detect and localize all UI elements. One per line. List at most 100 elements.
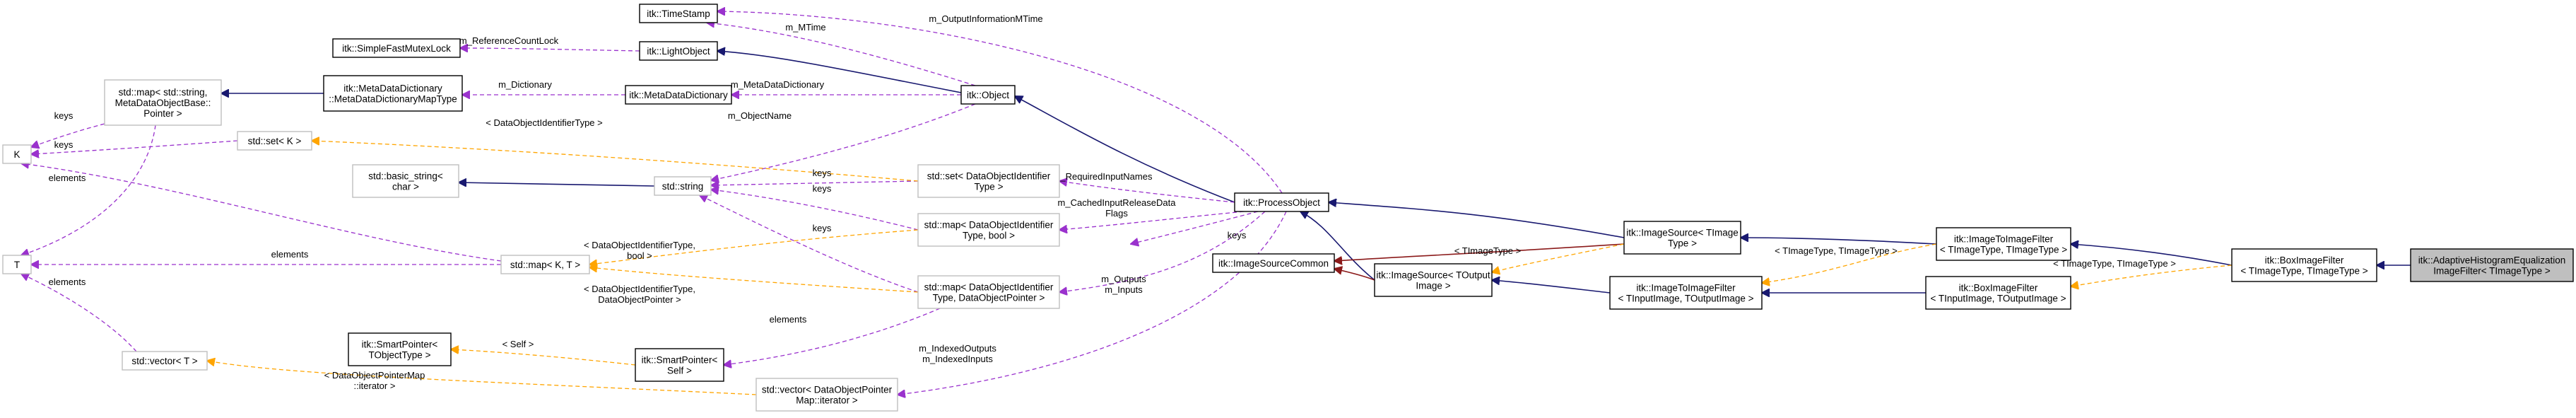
node-box xyxy=(1925,276,2071,310)
edge-template-39 xyxy=(451,349,636,366)
edge-label-l_metadict: m_MetaDataDictionary xyxy=(731,79,825,90)
edge-template-34 xyxy=(589,229,919,265)
edge-label-l_tt_1: < TImageType, TImageType > xyxy=(1775,245,1898,256)
node-boxfilter_io[interactable]: itk::BoxImageFilter< TInputImage, TOutpu… xyxy=(1925,276,2071,310)
node-stdstring[interactable]: std::string xyxy=(654,176,712,196)
edge-member-21 xyxy=(711,180,919,185)
node-lightobject[interactable]: itk::LightObject xyxy=(639,41,718,61)
node-object[interactable]: itk::Object xyxy=(960,85,1016,105)
node-box xyxy=(755,378,898,412)
node-label: itk::MetaDataDictionary xyxy=(629,90,728,100)
node-box xyxy=(917,164,1060,198)
edge-label-l_elements_vec: elements xyxy=(49,277,86,287)
edge-label-l_self: < Self > xyxy=(502,339,534,349)
edge-label-l_elements_t: elements xyxy=(49,173,86,183)
edge-inherit-9 xyxy=(2071,244,2233,266)
edge-label-l_keys_map: keys xyxy=(54,110,73,121)
node-processobject[interactable]: itk::ProcessObject xyxy=(1234,192,1329,212)
node-box xyxy=(2231,248,2377,282)
node-box xyxy=(500,255,590,274)
node-box xyxy=(917,213,1060,247)
edge-label-l_refcount: m_ReferenceCountLock xyxy=(459,35,559,46)
node-k[interactable]: K xyxy=(2,144,32,164)
edge-label-l_doi_iter: < DataObjectPointerMap::iterator > xyxy=(324,370,425,391)
node-box xyxy=(2,144,32,164)
node-itif_tt[interactable]: itk::ImageToImageFilter< TImageType, TIm… xyxy=(1936,227,2071,261)
node-itif_io[interactable]: itk::ImageToImageFilter< TInputImage, TO… xyxy=(1609,276,1763,310)
node-box xyxy=(1623,221,1741,255)
node-label: itk::ImageToImageFilter< TImageType, TIm… xyxy=(1940,234,2067,255)
node-box xyxy=(2,255,32,274)
edge-member-15 xyxy=(460,48,640,51)
edge-label-l_keys_1: keys xyxy=(813,168,832,178)
node-basic_string[interactable]: std::basic_string<char > xyxy=(352,164,459,198)
node-label: itk::SmartPointer<TObjectType > xyxy=(362,339,438,361)
node-label: K xyxy=(13,149,20,160)
node-boxfilter_tt[interactable]: itk::BoxImageFilter< TImageType, TImageT… xyxy=(2231,248,2377,282)
node-metadict[interactable]: itk::MetaDataDictionary xyxy=(625,85,732,105)
edge-member-25 xyxy=(1131,211,1259,244)
edge-member-14 xyxy=(707,23,976,86)
edge-member-29 xyxy=(21,163,502,262)
edge-inherit-1 xyxy=(717,51,962,93)
node-timestamp[interactable]: itk::TimeStamp xyxy=(639,4,718,23)
edge-member-18 xyxy=(31,123,105,147)
edge-label-l_keys_4: keys xyxy=(813,223,832,233)
node-stdset_k[interactable]: std::set< K > xyxy=(237,131,312,151)
node-label: std::vector< T > xyxy=(131,356,197,366)
node-label: itk::ImageToImageFilter< TInputImage, TO… xyxy=(1618,283,1753,304)
edge-label-l_required: m_RequiredInputNames xyxy=(1053,171,1153,182)
node-stdmap_kt[interactable]: std::map< K, T > xyxy=(500,255,590,274)
node-box xyxy=(104,79,222,126)
edge-label-l_doi_bool: < DataObjectIdentifierType,bool > xyxy=(584,240,695,261)
edge-private-12 xyxy=(1334,269,1375,281)
node-label: itk::LightObject xyxy=(647,46,710,57)
node-label: itk::SmartPointer<Self > xyxy=(642,355,718,376)
node-box xyxy=(639,41,718,61)
edge-label-l_doi_ptr: < DataObjectIdentifierType,DataObjectPoi… xyxy=(584,284,695,305)
node-box xyxy=(348,332,452,366)
node-smartptr_tobj[interactable]: itk::SmartPointer<TObjectType > xyxy=(348,332,452,366)
edge-template-40 xyxy=(207,361,757,395)
edge-member-27 xyxy=(1059,211,1266,292)
node-imagesourcecommon[interactable]: itk::ImageSourceCommon xyxy=(1212,253,1335,273)
node-box xyxy=(1609,276,1763,310)
node-label: itk::MetaDataDictionary::MetaDataDiction… xyxy=(329,83,457,105)
node-t[interactable]: T xyxy=(2,255,32,274)
edge-label-l_objectname: m_ObjectName xyxy=(728,110,792,121)
node-label: itk::TimeStamp xyxy=(647,8,710,19)
node-smartptr_self[interactable]: itk::SmartPointer<Self > xyxy=(635,348,724,382)
node-box xyxy=(352,164,459,198)
node-metadict_map[interactable]: itk::MetaDataDictionary::MetaDataDiction… xyxy=(323,75,463,112)
node-box xyxy=(635,348,724,382)
node-stdmap_string[interactable]: std::map< std::string,MetaDataObjectBase… xyxy=(104,79,222,126)
node-label: std::set< K > xyxy=(248,136,302,146)
node-box xyxy=(639,4,718,23)
node-label: itk::ProcessObject xyxy=(1243,197,1320,208)
node-label: itk::ImageSourceCommon xyxy=(1218,258,1329,269)
node-mutexlock[interactable]: itk::SimpleFastMutexLock xyxy=(332,38,461,58)
edge-label-l_tt_2: < TImageType, TImageType > xyxy=(2053,258,2176,269)
edge-inherit-6 xyxy=(1741,238,1937,245)
edge-template-33 xyxy=(312,141,919,182)
node-vector_t[interactable]: std::vector< T > xyxy=(122,351,208,371)
edge-inherit-0 xyxy=(1015,96,1235,203)
node-box xyxy=(332,38,461,58)
edge-label-l_elements_map: elements xyxy=(271,249,309,260)
edge-member-26 xyxy=(700,195,919,293)
edge-labels-layer: m_OutputInformationMTimem_MTimem_Referen… xyxy=(49,13,2176,391)
edge-member-28 xyxy=(21,124,156,255)
edge-inherit-8 xyxy=(1492,280,1611,294)
